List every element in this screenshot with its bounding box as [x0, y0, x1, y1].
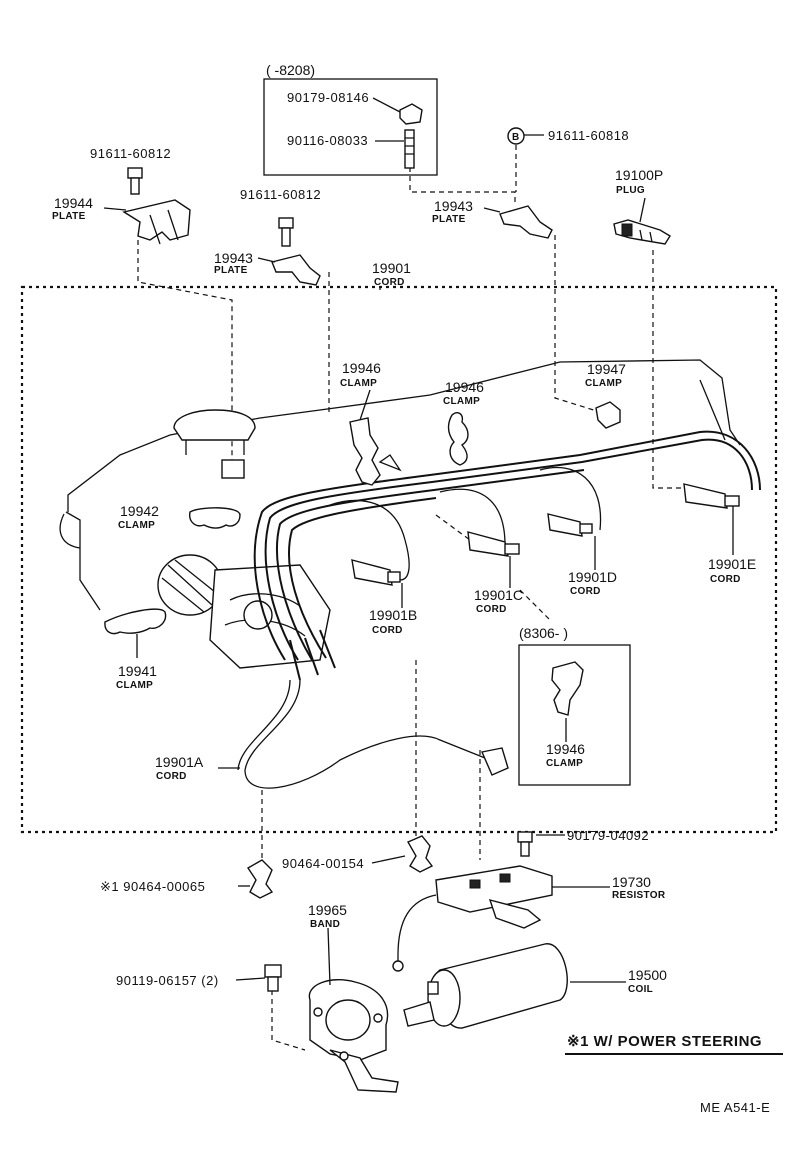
label-90179-04092: 90179-04092	[567, 828, 649, 843]
label-19730-resistor: RESISTOR	[612, 890, 666, 901]
label-19946-box-clamp: CLAMP	[546, 758, 583, 769]
engine-dotted-frame	[20, 285, 778, 834]
label-19901d: 19901D	[568, 569, 617, 585]
label-19943-right-plate: PLATE	[432, 214, 466, 225]
label-19901e: 19901E	[708, 556, 756, 572]
label-19947-clamp: CLAMP	[585, 378, 622, 389]
label-19901b-cord: CORD	[372, 625, 403, 636]
label-19946-mid-clamp: CLAMP	[443, 396, 480, 407]
label-90179-08146: 90179-08146	[287, 90, 369, 105]
cord-bundle	[237, 430, 761, 789]
label-19942-clamp: CLAMP	[118, 520, 155, 531]
distributor	[157, 554, 336, 681]
label-19901c: 19901C	[474, 587, 523, 603]
callout-labels: ( -8208) 90179-08146 90116-08033 B 91611…	[52, 62, 756, 995]
label-19901a-cord: CORD	[156, 771, 187, 782]
label-8306: (8306- )	[519, 625, 568, 641]
label-19943-right: 19943	[434, 198, 473, 214]
label-b-marker: B	[512, 132, 520, 143]
engine-outline	[59, 359, 741, 611]
label-8208: ( -8208)	[266, 62, 315, 78]
label-19901e-cord: CORD	[710, 574, 741, 585]
label-19943-left-plate: PLATE	[214, 265, 248, 276]
label-19500-coil: COIL	[628, 984, 653, 995]
plates	[122, 199, 553, 286]
label-91611-60812-mid: 91611-60812	[240, 187, 321, 202]
spark-plug	[613, 219, 671, 245]
label-19901d-cord: CORD	[570, 586, 601, 597]
clips	[247, 835, 434, 899]
dashed-leaders	[137, 145, 690, 1051]
label-19946-left: 19946	[342, 360, 381, 376]
label-90119-06157: 90119-06157 (2)	[116, 973, 219, 988]
label-19965-band: BAND	[310, 919, 340, 930]
bracket-8306-box	[518, 644, 631, 786]
label-19944: 19944	[54, 195, 93, 211]
label-19941-clamp: CLAMP	[116, 680, 153, 691]
label-90464-00065: ※1 90464-00065	[100, 879, 205, 894]
label-19901c-cord: CORD	[476, 604, 507, 615]
label-19100p-plug: PLUG	[616, 185, 645, 196]
band	[308, 979, 399, 1093]
label-90116-08033: 90116-08033	[287, 133, 368, 148]
label-19730: 19730	[612, 874, 651, 890]
label-19946-box: 19946	[546, 741, 585, 757]
fasteners	[127, 103, 533, 992]
label-19500: 19500	[628, 967, 667, 983]
leader-lines	[103, 97, 734, 986]
label-91611-60812-left: 91611-60812	[90, 146, 171, 161]
label-19100p: 19100P	[615, 167, 663, 183]
label-19901a: 19901A	[155, 754, 204, 770]
label-19946-left-clamp: CLAMP	[340, 378, 377, 389]
label-19946-mid: 19946	[445, 379, 484, 395]
label-19901b: 19901B	[369, 607, 417, 623]
resistor	[392, 865, 553, 972]
label-19943-left: 19943	[214, 250, 253, 266]
clamps	[104, 401, 621, 716]
ignition-coil	[403, 943, 568, 1029]
label-19901-cord: CORD	[374, 277, 405, 288]
label-19965: 19965	[308, 902, 347, 918]
label-19901: 19901	[372, 260, 411, 276]
label-19941: 19941	[118, 663, 157, 679]
cord-ends	[351, 483, 740, 776]
label-91611-60818: 91611-60818	[548, 128, 629, 143]
bracket-8208-box	[263, 78, 438, 176]
label-19942: 19942	[120, 503, 159, 519]
label-19944-plate: PLATE	[52, 211, 86, 222]
label-90464-00154: 90464-00154	[282, 856, 364, 871]
label-19947: 19947	[587, 361, 626, 377]
footnote-power-steering: ※1 W/ POWER STEERING	[567, 1033, 762, 1050]
diagram-code: ME A541-E	[700, 1100, 770, 1115]
